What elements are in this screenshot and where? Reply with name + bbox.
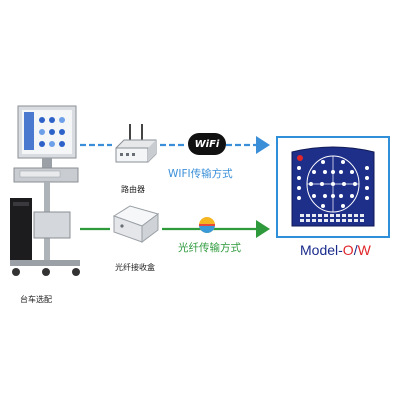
model-slash: / — [353, 242, 358, 258]
wifi-dashed-line-left — [80, 143, 112, 147]
model-suffix-o: O — [342, 242, 354, 258]
trolley-caption: 台车选配 — [20, 295, 52, 304]
model-suffix-w: W — [357, 242, 371, 258]
target-device-frame — [276, 136, 390, 238]
wifi-method-label: WIFI传输方式 — [168, 168, 233, 180]
fiber-receiver-box-image — [112, 205, 160, 243]
wifi-badge-icon: WiFi — [188, 133, 226, 155]
router — [112, 120, 160, 168]
eeg-device-image — [291, 146, 375, 227]
fiber-receiver — [110, 202, 162, 246]
wifi-arrow-head — [256, 136, 270, 154]
router-caption: 路由器 — [121, 185, 145, 194]
model-prefix: Model- — [300, 242, 343, 258]
fiber-receiver-caption: 光纤接收盒 — [115, 263, 155, 272]
trolley-workstation — [6, 100, 86, 290]
fiber-method-label: 光纤传输方式 — [178, 242, 241, 254]
wifi-badge-text: WiFi — [194, 138, 220, 150]
fiber-disc-icon — [198, 216, 216, 234]
router-image — [115, 124, 157, 163]
trolley-workstation-image — [10, 105, 80, 276]
model-label: Model-O/W — [300, 242, 371, 258]
fiber-line-left — [80, 227, 110, 231]
wifi-dashed-line-right — [160, 143, 260, 147]
fiber-arrow-head — [256, 220, 270, 238]
